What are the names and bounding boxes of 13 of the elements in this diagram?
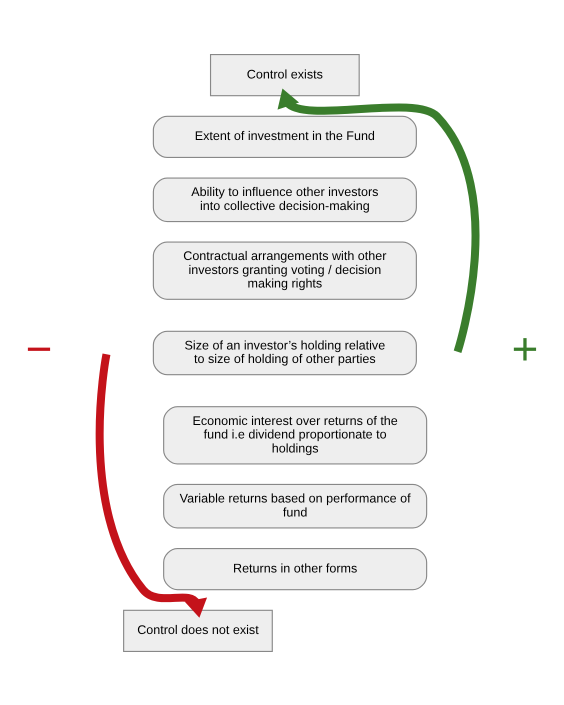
node-box: Extent of investment in the Fund (152, 115, 417, 158)
label: + (512, 322, 538, 374)
node-box: Size of an investor’s holding relative to size of holding of other parties (152, 330, 417, 375)
node-box: Control exists (210, 54, 360, 96)
node-box: Economic interest over returns of the fund i.e dividend proportionate to holdings (163, 406, 428, 464)
label: − (26, 322, 52, 374)
node-box: Control does not exist (123, 609, 273, 652)
node-box: Returns in other forms (163, 547, 428, 590)
arrow (278, 88, 480, 352)
arrow (96, 353, 208, 618)
node-box: Variable returns based on performance of fund (163, 483, 428, 528)
node-box: Contractual arrangements with other investors granting voting / decision making rights (152, 241, 417, 300)
node-box: Ability to influence other investors into collective decision-making (152, 176, 417, 222)
